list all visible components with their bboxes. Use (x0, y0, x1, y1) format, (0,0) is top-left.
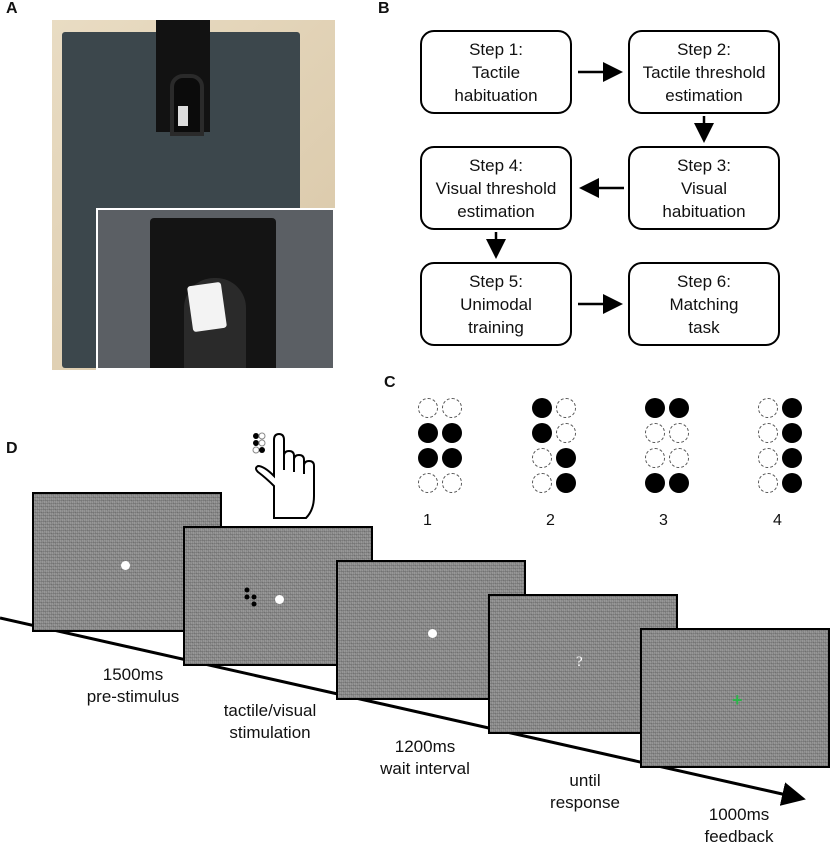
pattern-label-4: 4 (773, 512, 782, 529)
fixation-dot (121, 561, 130, 570)
braille-dot-empty (758, 423, 778, 443)
hand-pointing-icon (252, 432, 315, 519)
braille-dot-empty (758, 398, 778, 418)
fixation-dot (428, 629, 437, 638)
braille-dot-empty (532, 473, 552, 493)
braille-dot-raised (782, 448, 802, 468)
braille-dot-empty (645, 448, 665, 468)
braille-dot-empty (758, 448, 778, 468)
braille-dot-empty (645, 423, 665, 443)
braille-dot-raised (645, 473, 665, 493)
braille-dot-empty (442, 398, 462, 418)
braille-dot-raised (645, 398, 665, 418)
braille-dot-raised (442, 423, 462, 443)
pattern-label-3: 3 (659, 512, 668, 529)
apparatus-photo (52, 20, 335, 370)
braille-dot-empty (418, 398, 438, 418)
braille-dot-empty (758, 473, 778, 493)
apparatus-closeup (96, 208, 335, 370)
braille-dot-raised (418, 423, 438, 443)
braille-dot-empty (556, 423, 576, 443)
panel-label-c: C (384, 374, 396, 391)
timeline-arrow (0, 616, 806, 806)
braille-dot-raised (782, 423, 802, 443)
question-mark: ? (576, 654, 583, 670)
braille-pad (178, 106, 188, 126)
panel-label-a: A (6, 0, 18, 17)
screen-feedback: + (640, 628, 830, 768)
pattern-label-2: 2 (546, 512, 555, 529)
braille-dot-raised (532, 398, 552, 418)
braille-dot-raised (556, 473, 576, 493)
braille-dot-raised (418, 448, 438, 468)
pattern-label-1: 1 (423, 512, 432, 529)
braille-dot-raised (442, 448, 462, 468)
braille-dot-raised (532, 423, 552, 443)
braille-dot-raised (669, 473, 689, 493)
braille-dot-raised (669, 398, 689, 418)
fixation-dot (275, 595, 284, 604)
braille-stimulus-icon (244, 587, 257, 607)
braille-dot-empty (532, 448, 552, 468)
feedback-plus: + (732, 690, 743, 710)
braille-dot-empty (556, 398, 576, 418)
panel-label-b: B (378, 0, 390, 17)
braille-dot-empty (669, 423, 689, 443)
braille-dot-raised (556, 448, 576, 468)
braille-dot-empty (442, 473, 462, 493)
panel-label-d: D (6, 440, 18, 457)
braille-dot-raised (782, 398, 802, 418)
braille-dot-raised (782, 473, 802, 493)
braille-dot-empty (669, 448, 689, 468)
braille-dot-empty (418, 473, 438, 493)
